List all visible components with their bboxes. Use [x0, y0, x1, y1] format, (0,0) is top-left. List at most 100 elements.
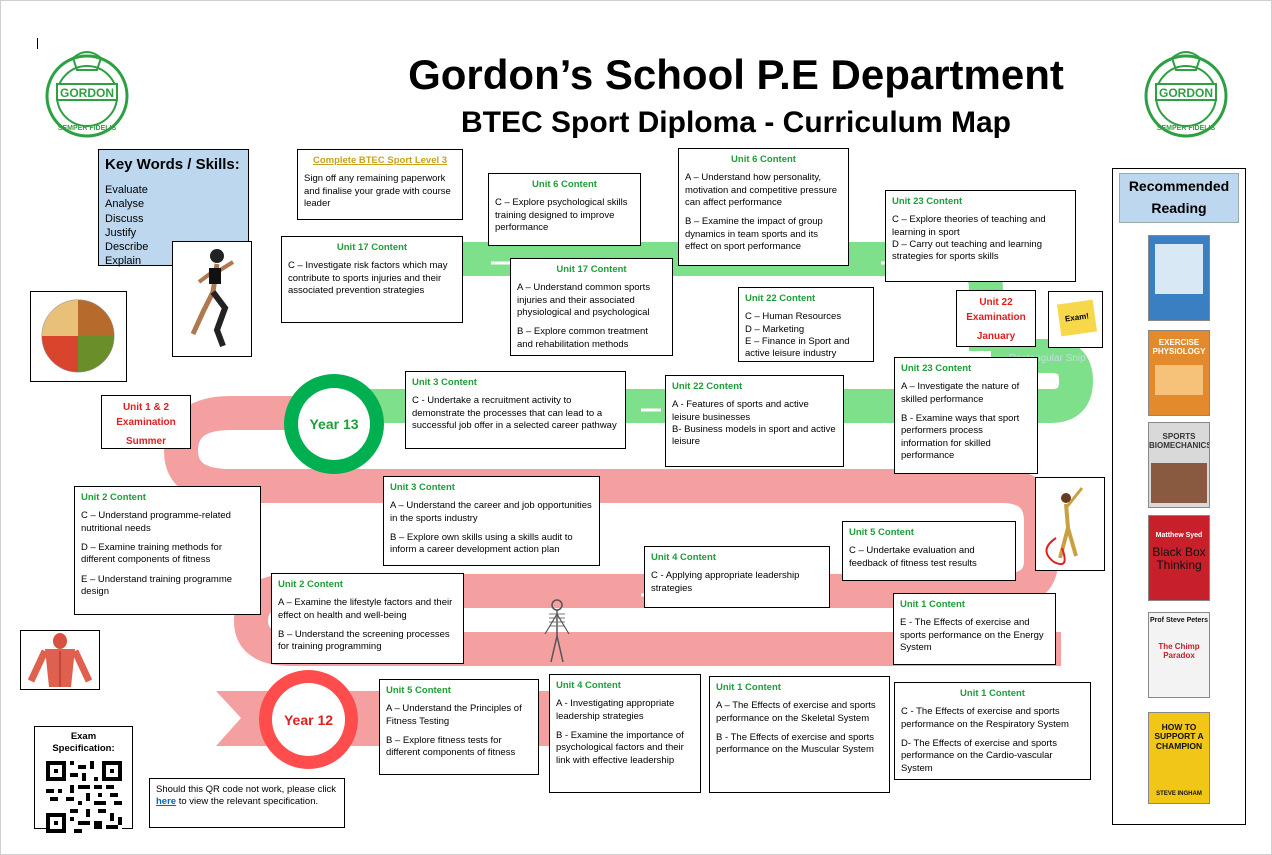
book-cover-6: HOW TO SUPPORT A CHAMPION STEVE INGHAM — [1148, 712, 1210, 804]
page-subtitle: BTEC Sport Diploma - Curriculum Map — [460, 106, 1012, 139]
year13-label: Year 13 — [298, 388, 370, 460]
specification-link[interactable]: here — [156, 796, 177, 808]
crest-right-motto: SEMPER FIDELIS — [1157, 125, 1216, 132]
unit-heading: Unit 1 Content — [716, 682, 781, 693]
red-road-middle — [233, 546, 1058, 666]
key-word-item: Evaluate — [105, 184, 148, 196]
book-cover-1 — [1148, 235, 1210, 321]
snip-overlay-text: Rectangular Snip — [1009, 353, 1086, 364]
unit-point: D- The Effects of exercise and sports pe… — [901, 738, 1057, 774]
book-cover-5: Prof Steve Peters The Chimp Paradox — [1148, 612, 1210, 698]
crest-left-name: GORDON — [60, 86, 114, 100]
exam-unit12-line3: Summer — [125, 436, 166, 447]
unit-point: A – Understand how personality, motivati… — [685, 172, 838, 209]
unit-point: B- Business models in sport and active l… — [672, 424, 836, 448]
unit6-content-ab-box: Unit 6 Content A – Understand how person… — [678, 148, 849, 266]
book-2-title: EXERCISE PHYSIOLOGY — [1152, 338, 1206, 356]
text-cursor — [37, 38, 38, 49]
unit-point: C - The Effects of exercise and sports p… — [901, 706, 1069, 730]
unit-point: B - The Effects of exercise and sports p… — [716, 732, 875, 756]
unit2-content-cde-box: Unit 2 Content C – Understand programme-… — [74, 486, 261, 615]
unit17-content-ab-box: Unit 17 Content A – Understand common sp… — [510, 258, 673, 356]
exam-spec-box: Exam Specification: — [34, 726, 133, 833]
food-plate-image — [30, 291, 127, 382]
unit-point: D – Marketing — [745, 323, 805, 335]
unit-heading: Unit 2 Content — [81, 492, 146, 503]
unit-point: A – Understand the career and job opport… — [390, 500, 592, 524]
unit-heading: Unit 3 Content — [412, 377, 477, 388]
unit-point: C – Understand programme-related nutriti… — [81, 510, 231, 534]
book-5-author: Prof Steve Peters — [1150, 617, 1208, 624]
unit-heading: Unit 22 Content — [745, 293, 816, 304]
unit-point: E - The Effects of exercise and sports p… — [900, 617, 1044, 654]
year12-circle: Year 12 — [259, 670, 358, 769]
unit22-exam-box: Unit 22 Examination January — [956, 290, 1036, 347]
key-word-item: Analyse — [105, 198, 145, 211]
unit-point: B - Examine ways that sport performers p… — [901, 413, 1020, 462]
complete-btec-box: Complete BTEC Sport Level 3 Sign off any… — [297, 149, 463, 220]
unit-point: C – Explore psychological skills trainin… — [495, 197, 628, 234]
unit-point: B – Understand the screening processes f… — [278, 629, 450, 653]
year13-circle: Year 13 — [284, 374, 384, 474]
book-4-title: Black Box Thinking — [1152, 545, 1206, 573]
unit22-content-ab-box: Unit 22 Content A - Features of sports a… — [665, 375, 844, 467]
book-4-author: Matthew Syed — [1155, 532, 1203, 539]
unit-point: C – Human Resources — [745, 311, 842, 323]
unit-point: B – Examine the impact of group dynamics… — [685, 216, 823, 253]
unit23-content-cd-box: Unit 23 Content C – Explore theories of … — [885, 190, 1076, 282]
exam-unit12-line1: Unit 1 & 2 — [122, 402, 170, 413]
skeleton-image — [544, 599, 570, 663]
red-road-upper — [163, 396, 1058, 546]
unit-heading: Unit 2 Content — [278, 579, 343, 590]
exam-unit22-line2: Examination — [966, 312, 1026, 323]
unit-heading: Unit 6 Content — [731, 154, 796, 165]
book-5-title: The Chimp Paradox — [1158, 642, 1200, 660]
unit5-content-ab-box: Unit 5 Content A – Understand the Princi… — [379, 679, 539, 775]
complete-btec-text: Sign off any remaining paperwork and fin… — [304, 173, 451, 210]
unit-heading: Unit 4 Content — [556, 680, 621, 691]
unit-heading: Unit 6 Content — [532, 179, 597, 190]
unit-point: A - Investigating appropriate leadership… — [556, 698, 675, 722]
unit-point: A – Examine the lifestyle factors and th… — [278, 597, 453, 621]
unit-heading: Unit 23 Content — [892, 196, 963, 207]
school-crest-right: GORDON SEMPER FIDELIS — [1144, 51, 1228, 138]
exam-spec-heading: Exam Specification: — [52, 731, 115, 755]
school-crest-left: GORDON SEMPER FIDELIS — [45, 51, 129, 138]
unit5-content-c-box: Unit 5 Content C – Undertake evaluation … — [842, 521, 1016, 581]
unit-point: C – Investigate risk factors which may c… — [288, 260, 448, 297]
unit4-content-ab-box: Unit 4 Content A - Investigating appropr… — [549, 674, 701, 793]
unit2-content-ab-box: Unit 2 Content A – Examine the lifestyle… — [271, 573, 464, 664]
crest-right-name: GORDON — [1159, 86, 1213, 100]
unit-point: D – Examine training methods for differe… — [81, 542, 222, 566]
complete-btec-heading[interactable]: Complete BTEC Sport Level 3 — [312, 155, 448, 166]
exam-unit22-line3: January — [976, 331, 1016, 342]
unit-heading: Unit 17 Content — [336, 242, 408, 253]
key-word-item: Discuss — [105, 212, 144, 225]
crest-left-motto: SEMPER FIDELIS — [58, 125, 117, 132]
unit-point: B - Examine the importance of psychologi… — [556, 730, 684, 766]
unit-heading: Unit 4 Content — [651, 552, 716, 563]
unit-heading: Unit 1 Content — [960, 688, 1025, 699]
unit3-content-c-box: Unit 3 Content C - Undertake a recruitme… — [405, 371, 626, 449]
exam-unit12-line2: Examination — [116, 417, 176, 428]
unit-heading: Unit 3 Content — [390, 482, 455, 493]
muscle-anatomy-image — [20, 630, 100, 690]
exam-sticky-note-image: Exam! — [1048, 291, 1103, 348]
unit-point: B – Explore common treatment and rehabil… — [517, 326, 648, 350]
unit3-content-ab-box: Unit 3 Content A – Understand the career… — [383, 476, 600, 566]
book-cover-3: SPORTS BIOMECHANICS — [1148, 422, 1210, 508]
unit-point: D – Carry out teaching and learning stra… — [892, 239, 1042, 263]
unit-point: E – Finance in Sport and active leisure … — [745, 336, 850, 360]
unit-point: A – Investigate the nature of skilled pe… — [901, 381, 1020, 405]
recommended-reading-panel: Recommended Reading EXERCISE PHYSIOLOGY … — [1112, 168, 1246, 825]
red-road-dash-1 — [211, 432, 225, 449]
key-words-list: Evaluate Analyse Discuss Justify Describ… — [105, 183, 242, 269]
book-6-title: HOW TO SUPPORT A CHAMPION — [1154, 722, 1204, 751]
exam-spec-qr-code[interactable] — [45, 760, 122, 833]
unit22-content-cde-box: Unit 22 Content C – Human Resources D – … — [738, 287, 874, 362]
qr-note-text-before: Should this QR code not work, please cli… — [156, 784, 337, 795]
book-cover-2: EXERCISE PHYSIOLOGY — [1148, 330, 1210, 416]
unit-point: A – Understand common sports injuries an… — [517, 282, 651, 319]
unit1-content-cd-box: Unit 1 Content C - The Effects of exerci… — [894, 682, 1091, 780]
